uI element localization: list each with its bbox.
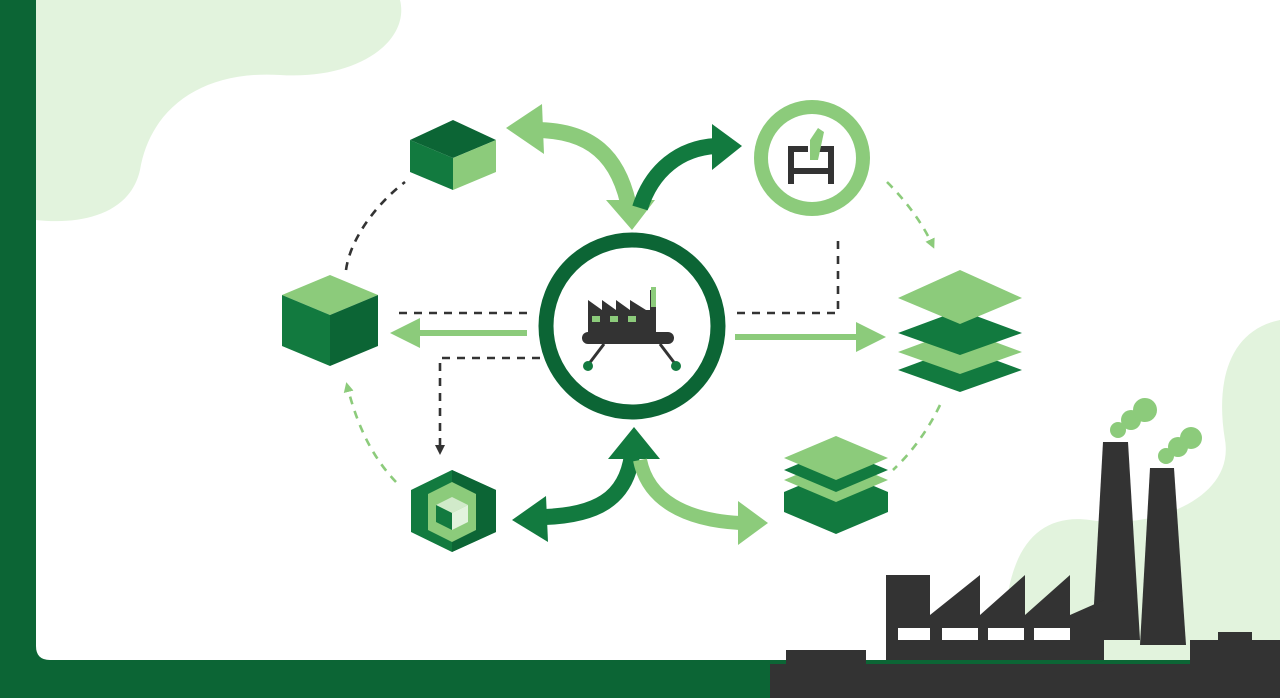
layers-stack-icon xyxy=(898,270,1022,392)
node-left[interactable] xyxy=(282,275,378,366)
dashed-link-top-left-to-left xyxy=(344,180,406,271)
node-bottom-left[interactable] xyxy=(411,470,496,552)
curved-arrow-hub-to-bottom-left-head xyxy=(512,496,548,542)
node-right[interactable] xyxy=(898,270,1022,392)
dashed-link-top-right-to-right xyxy=(886,181,935,249)
hexagon-cube-icon xyxy=(411,470,496,552)
background-blob-bottom-right xyxy=(1004,320,1280,660)
curved-arrow-hub-to-bottom-right-head xyxy=(738,501,768,545)
cube-icon xyxy=(282,275,378,366)
curved-arrow-hub-to-bottom-left-shaft xyxy=(544,453,640,525)
arrow-hub-to-left-head xyxy=(390,318,420,348)
dashed-link-hub-to-top-right xyxy=(737,240,840,315)
curved-arrow-hub-to-top-left-shaft xyxy=(534,122,638,214)
node-bottom-right[interactable] xyxy=(784,436,888,534)
hub-node[interactable] xyxy=(538,232,726,420)
background-blob-top-left xyxy=(36,0,402,222)
curved-arrow-hub-to-bottom-right-shaft xyxy=(633,458,741,530)
layers-stack-icon xyxy=(784,436,888,534)
curved-connectors xyxy=(506,104,768,545)
arrow-hub-to-right-head xyxy=(856,322,886,352)
dashed-link-bottom-left-to-left xyxy=(343,382,397,483)
curved-arrow-hub-to-top-right-head xyxy=(712,124,742,170)
machine-badge-icon xyxy=(788,128,834,184)
dashed-connectors xyxy=(343,180,942,483)
smoke-icon xyxy=(1110,398,1202,464)
cube-icon xyxy=(410,120,496,190)
curved-arrow-to-hub-bottom-head xyxy=(608,427,660,459)
node-top-left[interactable] xyxy=(410,120,496,190)
dashed-link-hub-to-bottom-left xyxy=(435,356,540,455)
node-top-right[interactable] xyxy=(754,100,870,216)
curved-arrow-hub-to-top-left-head xyxy=(506,104,544,154)
curved-arrow-hub-to-top-right-shaft xyxy=(632,138,717,211)
factory-conveyor-icon xyxy=(582,287,681,371)
factory-silhouette xyxy=(770,398,1280,698)
solid-connectors xyxy=(390,318,886,352)
